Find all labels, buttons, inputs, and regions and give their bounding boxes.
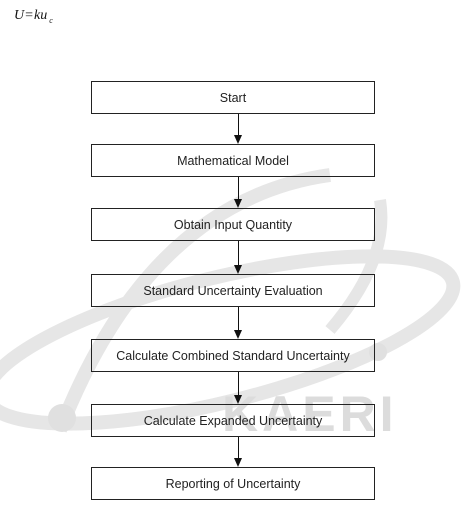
step-reporting-of-uncertainty: Reporting of Uncertainty: [91, 467, 375, 500]
step-combined-standard-uncertainty: Calculate Combined Standard Uncertainty: [91, 339, 375, 372]
formula-lhs: U: [14, 8, 25, 23]
arrow-2: [234, 177, 242, 208]
formula-rhs: ku: [34, 8, 48, 23]
step-obtain-input-quantity: Obtain Input Quantity: [91, 208, 375, 241]
arrow-5: [234, 372, 242, 404]
step-mathematical-model: Mathematical Model: [91, 144, 375, 177]
formula-subscript: c: [49, 16, 53, 25]
arrow-6: [234, 437, 242, 467]
formula-equals: =: [25, 8, 34, 23]
arrow-3: [234, 241, 242, 274]
step-standard-uncertainty-evaluation: Standard Uncertainty Evaluation: [91, 274, 375, 307]
arrow-4: [234, 307, 242, 339]
step-start: Start: [91, 81, 375, 114]
watermark-text: KAERI: [222, 386, 398, 442]
arrow-1: [234, 114, 242, 144]
step-expanded-uncertainty: Calculate Expanded Uncertainty: [91, 404, 375, 437]
